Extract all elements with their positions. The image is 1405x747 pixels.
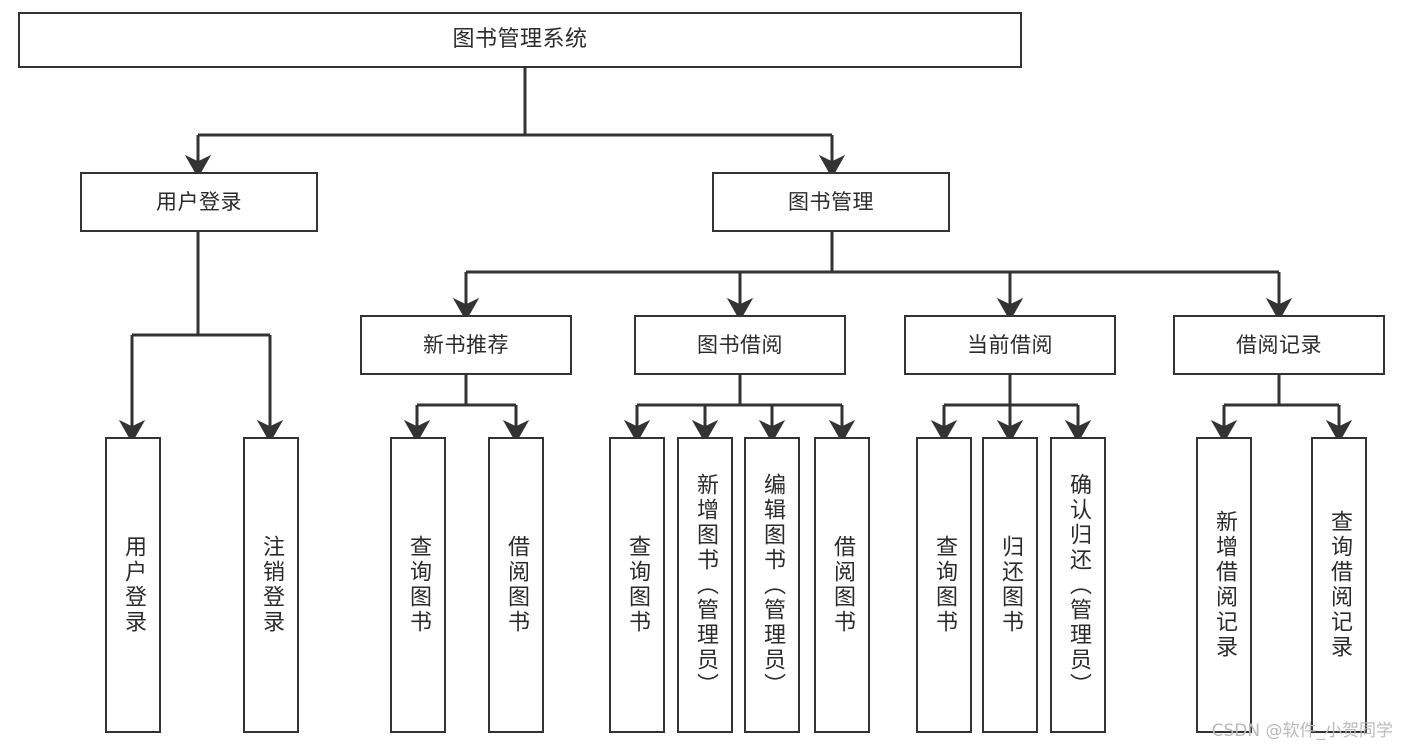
node-label: 借阅记录: [1236, 332, 1322, 357]
node-leaf-query-book-3[interactable]: 查询图书: [916, 437, 972, 733]
node-label: 借阅图书: [503, 535, 529, 635]
node-label: 确认归还（管理员）: [1065, 472, 1091, 698]
node-label: 用户登录: [156, 189, 242, 214]
node-book-manage[interactable]: 图书管理: [712, 172, 950, 232]
node-label: 查询借阅记录: [1326, 510, 1352, 660]
node-leaf-user-login[interactable]: 用户登录: [105, 437, 161, 733]
node-leaf-add-book[interactable]: 新增图书（管理员）: [677, 437, 733, 733]
node-label: 用户登录: [120, 535, 146, 635]
node-borrow-record[interactable]: 借阅记录: [1173, 315, 1385, 375]
node-new-book-recommend[interactable]: 新书推荐: [360, 315, 572, 375]
node-book-borrow[interactable]: 图书借阅: [634, 315, 846, 375]
node-label: 注销登录: [258, 535, 284, 635]
node-leaf-borrow-book-1[interactable]: 借阅图书: [488, 437, 544, 733]
node-leaf-return-book[interactable]: 归还图书: [982, 437, 1038, 733]
node-leaf-borrow-book-2[interactable]: 借阅图书: [814, 437, 870, 733]
node-label: 新增借阅记录: [1211, 510, 1237, 660]
node-label: 新书推荐: [423, 332, 509, 357]
node-label: 查询图书: [931, 535, 957, 635]
node-label: 查询图书: [624, 535, 650, 635]
node-label: 借阅图书: [829, 535, 855, 635]
node-leaf-query-book-1[interactable]: 查询图书: [390, 437, 446, 733]
node-label: 查询图书: [405, 535, 431, 635]
node-root-system[interactable]: 图书管理系统: [18, 12, 1022, 68]
node-label: 图书管理: [788, 189, 874, 214]
node-label: 当前借阅: [967, 332, 1053, 357]
node-label: 新增图书（管理员）: [692, 472, 718, 698]
node-leaf-query-book-2[interactable]: 查询图书: [609, 437, 665, 733]
node-leaf-confirm-return[interactable]: 确认归还（管理员）: [1050, 437, 1106, 733]
node-label: 编辑图书（管理员）: [759, 472, 785, 698]
node-label: 图书借阅: [697, 332, 783, 357]
csdn-watermark: CSDN @软件_小贺同学: [1211, 721, 1393, 741]
node-leaf-add-record[interactable]: 新增借阅记录: [1196, 437, 1252, 733]
node-label: 图书管理系统: [452, 27, 588, 53]
node-leaf-query-record[interactable]: 查询借阅记录: [1311, 437, 1367, 733]
node-current-borrow[interactable]: 当前借阅: [904, 315, 1116, 375]
node-label: 归还图书: [997, 535, 1023, 635]
node-leaf-edit-book[interactable]: 编辑图书（管理员）: [744, 437, 800, 733]
node-user-login[interactable]: 用户登录: [80, 172, 318, 232]
node-leaf-logout[interactable]: 注销登录: [243, 437, 299, 733]
